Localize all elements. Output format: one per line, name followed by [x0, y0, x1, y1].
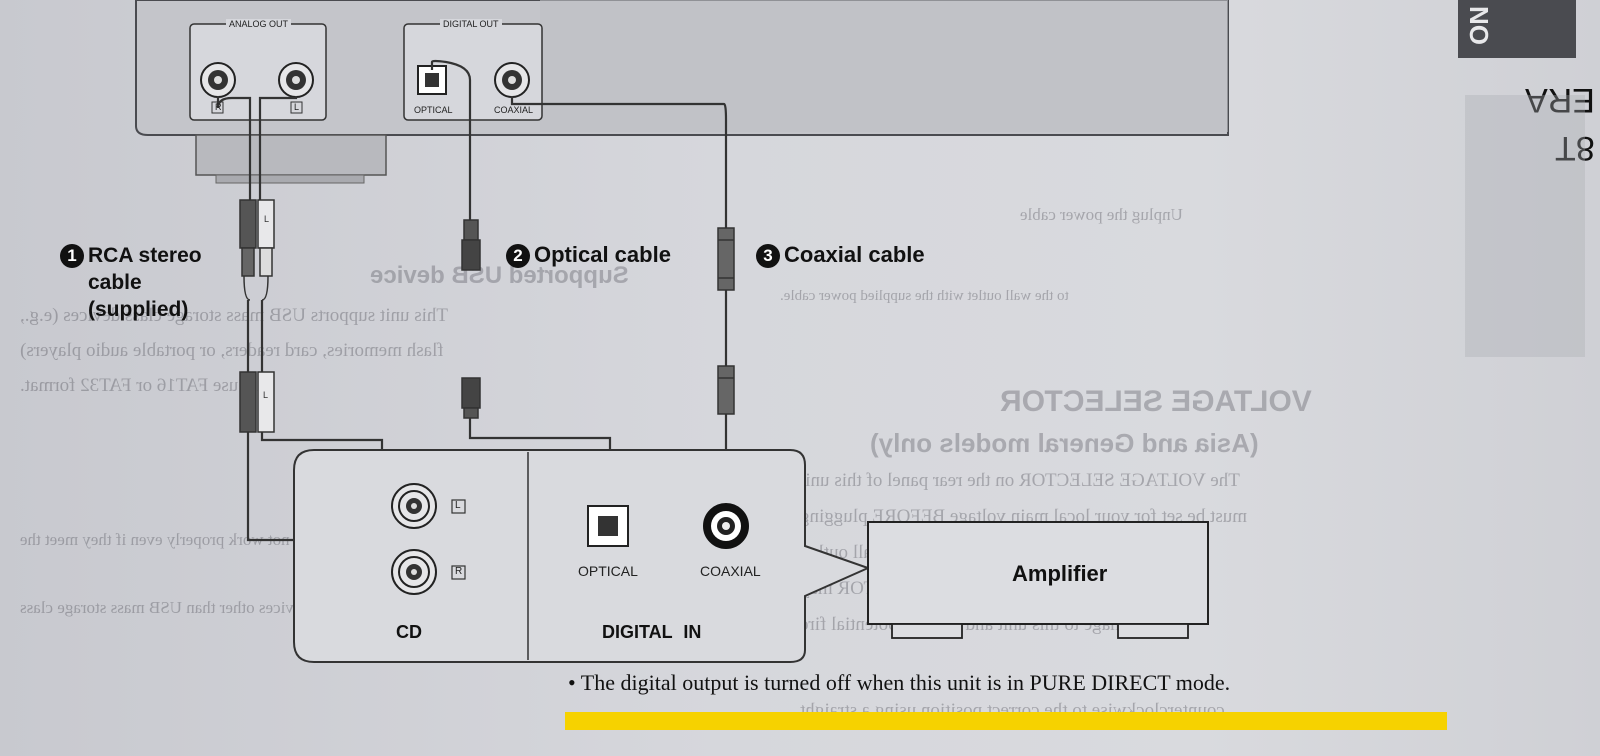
jack-l-out [278, 62, 314, 98]
digital-in-label: DIGITAL IN [602, 622, 702, 642]
rca-plug-top: L [239, 199, 275, 301]
rca-plug-bottom: L [239, 371, 275, 433]
jack-l-label: L [294, 102, 300, 112]
svg-text:L: L [264, 214, 269, 224]
amp-optical-label: OPTICAL [578, 563, 638, 579]
optical-plug-bottom [461, 377, 481, 419]
cd-label: CD [396, 622, 422, 642]
number-1-badge: 1 [60, 244, 84, 269]
jack-r-out [200, 62, 236, 98]
optical-cable-wire [430, 59, 472, 220]
rca-cable-wire [216, 96, 252, 200]
amp-coaxial-jack [703, 503, 749, 549]
amp-jack-r [391, 549, 437, 595]
digital-out-label: DIGITAL OUT [440, 19, 502, 29]
number-2-badge: 2 [506, 244, 530, 269]
svg-text:L: L [263, 390, 268, 400]
optical-plug-top [461, 219, 481, 271]
amp-r-label: R [455, 566, 463, 577]
amp-panel-outline [293, 449, 871, 663]
coaxial-cable-wire [510, 96, 728, 228]
note-text: • The digital output is turned off when … [568, 670, 1231, 695]
coaxial-plug-bottom [717, 365, 735, 415]
coaxial-plug-top [717, 227, 735, 291]
edge-tab [1458, 0, 1576, 58]
number-3-badge: 3 [756, 244, 780, 269]
highlight-stroke [565, 712, 1447, 730]
amp-jack-l [391, 483, 437, 529]
optical-out-label: OPTICAL [414, 105, 453, 115]
coaxial-out-label: COAXIAL [494, 105, 534, 115]
analog-out-label: ANALOG OUT [226, 19, 292, 29]
coaxial-out-jack [494, 62, 530, 98]
amplifier-box [867, 521, 1209, 625]
amp-l-label: L [455, 500, 461, 511]
edge-gray-bar [1465, 95, 1585, 357]
amp-coaxial-label: COAXIAL [700, 563, 761, 579]
amplifier-label: Amplifier [1012, 561, 1108, 586]
player-foot [195, 134, 387, 176]
jack-r-label: R [215, 102, 222, 112]
